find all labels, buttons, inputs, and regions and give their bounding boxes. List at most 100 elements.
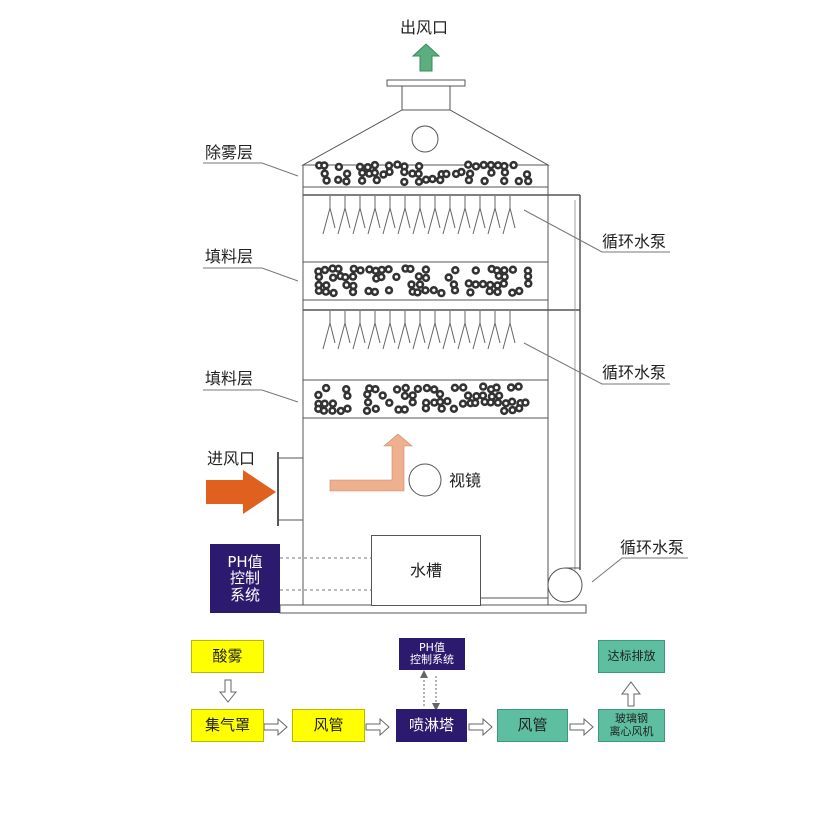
spray-nozzle bbox=[457, 196, 471, 235]
packing-ring bbox=[400, 167, 409, 177]
packing-ring bbox=[506, 383, 516, 392]
packing-ring bbox=[370, 168, 379, 177]
packing-ring bbox=[450, 383, 460, 392]
spray-nozzle bbox=[457, 311, 471, 350]
flow-fan: 玻璃钢 离心风机 bbox=[598, 709, 665, 742]
packing-ring bbox=[509, 160, 518, 170]
spray-nozzle bbox=[322, 196, 336, 235]
demister-layer-label: 除雾层 bbox=[205, 143, 254, 162]
packing-ring bbox=[328, 406, 337, 415]
packing-ring bbox=[464, 175, 474, 185]
flow-fan-line-1: 玻璃钢 bbox=[615, 712, 648, 726]
packing-ring bbox=[429, 286, 438, 295]
packing-ring bbox=[500, 406, 509, 416]
packing-ring bbox=[471, 398, 480, 408]
packing-ring bbox=[421, 273, 431, 283]
spray-nozzle bbox=[412, 196, 426, 235]
packing-ring bbox=[414, 162, 424, 171]
flow-arrow-down-1 bbox=[218, 679, 238, 703]
flow-scrubber-label: 喷淋塔 bbox=[408, 716, 454, 735]
packing-ring bbox=[322, 176, 331, 185]
packing-ring bbox=[370, 160, 380, 170]
inlet-flange bbox=[277, 457, 304, 521]
packing-ring bbox=[444, 273, 453, 282]
leader-lines bbox=[203, 162, 688, 583]
packing-ring bbox=[421, 286, 430, 295]
packing-ring bbox=[314, 390, 323, 400]
flow-duct-2-label: 风管 bbox=[517, 716, 548, 735]
packing-ring bbox=[384, 265, 393, 274]
packing-ring bbox=[414, 272, 424, 281]
packing-ring bbox=[400, 405, 409, 414]
spray-nozzle bbox=[487, 311, 501, 350]
packing-ring bbox=[328, 273, 338, 282]
sight-glass bbox=[408, 463, 442, 497]
packing-ring bbox=[515, 286, 524, 296]
packing-ring bbox=[524, 176, 533, 186]
packing-ring bbox=[363, 390, 372, 399]
spray-nozzle bbox=[442, 311, 456, 350]
spray-nozzle bbox=[427, 311, 441, 350]
packing-ring bbox=[314, 272, 324, 282]
packing-ring bbox=[371, 404, 380, 413]
spray-nozzle bbox=[367, 311, 381, 350]
packing-ring bbox=[436, 175, 445, 185]
packing-ring bbox=[443, 397, 452, 406]
packing-ring bbox=[321, 287, 331, 296]
packing-ring bbox=[421, 265, 431, 274]
packing-ring bbox=[437, 288, 446, 298]
packing-ring bbox=[466, 288, 475, 297]
flow-duct-1: 风管 bbox=[292, 709, 365, 742]
packing-ring bbox=[451, 266, 460, 275]
packing-ring bbox=[500, 168, 510, 177]
packing-ring bbox=[342, 177, 351, 186]
packing-ring bbox=[524, 279, 533, 288]
packing-ring bbox=[457, 167, 466, 177]
spray-nozzle bbox=[352, 196, 366, 235]
packing-ring bbox=[385, 167, 394, 177]
packing-ring bbox=[479, 160, 488, 170]
packing-ring bbox=[392, 385, 402, 394]
packing-ring bbox=[459, 383, 468, 392]
flow-discharge: 达标排放 bbox=[598, 640, 665, 673]
packing-ring bbox=[428, 174, 437, 184]
packing-layer-1-label: 填料层 bbox=[205, 247, 254, 266]
flow-duct-2: 风管 bbox=[497, 709, 568, 742]
flow-arrow-up bbox=[621, 681, 641, 707]
packing-ring bbox=[334, 264, 343, 273]
sight-glass-label: 视镜 bbox=[449, 471, 482, 490]
spray-nozzle bbox=[382, 196, 396, 235]
flow-ph-line-1: PH值 bbox=[419, 640, 445, 654]
packing-ring bbox=[486, 398, 495, 407]
packing-ring bbox=[348, 287, 358, 297]
outlet-arrow bbox=[411, 43, 441, 72]
packing-ring bbox=[492, 383, 501, 392]
packing-ring bbox=[320, 265, 330, 275]
spray-nozzle bbox=[382, 311, 396, 350]
packing-ring bbox=[371, 385, 380, 394]
packing-layer-2-label: 填料层 bbox=[205, 369, 254, 388]
flow-arrow-right-4 bbox=[569, 717, 594, 737]
pump-3-label: 循环水泵 bbox=[620, 538, 685, 557]
water-tank: 水槽 bbox=[371, 535, 481, 606]
flow-ph-control: PH值 控制系统 bbox=[399, 638, 465, 670]
packing-ring bbox=[508, 265, 518, 274]
spray-nozzle bbox=[352, 311, 366, 350]
flow-hood: 集气罩 bbox=[191, 709, 264, 742]
packing-ring bbox=[342, 169, 352, 178]
packing-ring bbox=[478, 279, 488, 289]
spray-nozzle bbox=[397, 311, 411, 350]
packing-ring bbox=[408, 398, 417, 407]
packing-ring bbox=[329, 288, 338, 298]
packing-ring bbox=[406, 264, 415, 274]
packing-ring bbox=[407, 280, 416, 289]
packing-ring bbox=[319, 406, 329, 415]
packing-ring bbox=[413, 384, 423, 394]
packing-ring bbox=[514, 176, 523, 186]
circulation-pump bbox=[547, 567, 583, 603]
packing-ring bbox=[370, 287, 380, 297]
flow-acid-mist-label: 酸雾 bbox=[212, 647, 243, 666]
flow-ph-line-2: 控制系统 bbox=[410, 653, 454, 666]
packing-ring bbox=[377, 272, 386, 282]
flow-acid-mist: 酸雾 bbox=[191, 640, 264, 673]
